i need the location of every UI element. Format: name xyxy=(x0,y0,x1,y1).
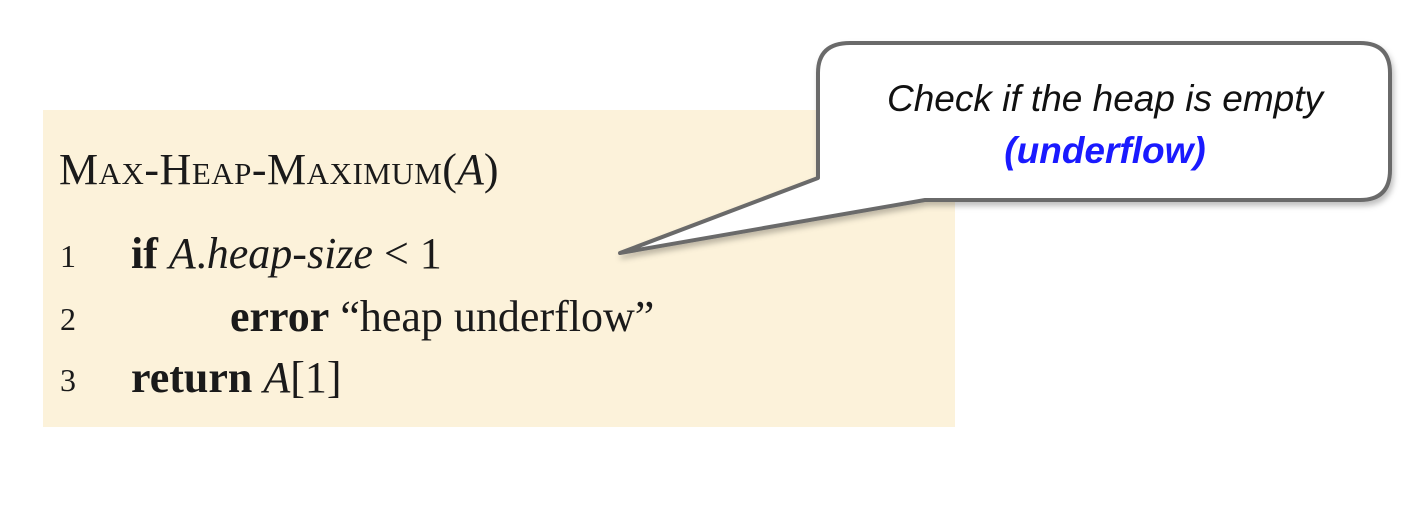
callout-text-line2: (underflow) xyxy=(1004,130,1206,171)
line-number-1: 1 xyxy=(60,238,76,274)
procedure-name: Max-Heap-Maximum xyxy=(59,145,443,194)
line-1-field: heap-size xyxy=(206,229,373,278)
keyword-if: if xyxy=(131,229,158,278)
line-1-dot: . xyxy=(195,229,207,278)
keyword-error: error xyxy=(230,292,330,341)
line-2-content: “heap underflow” xyxy=(329,292,655,341)
line-number-3: 3 xyxy=(60,362,76,398)
procedure-param: A xyxy=(456,145,484,194)
line-3-rest: [1] xyxy=(290,353,342,402)
callout-text-line1: Check if the heap is empty xyxy=(887,78,1323,119)
line-1-rest: < 1 xyxy=(372,229,442,278)
line-3-var: A xyxy=(263,353,291,402)
procedure-title: Max-Heap-Maximum(A) xyxy=(59,148,498,192)
line-1-var: A xyxy=(168,229,196,278)
code-line-2: error “heap underflow” xyxy=(230,295,654,339)
procedure-open-paren: ( xyxy=(442,145,457,194)
line-number-2: 2 xyxy=(60,301,76,337)
code-line-1: if A.heap-size < 1 xyxy=(131,232,442,276)
procedure-close-paren: ) xyxy=(483,145,499,194)
keyword-return: return xyxy=(131,353,253,402)
code-line-3: return A[1] xyxy=(131,356,342,400)
